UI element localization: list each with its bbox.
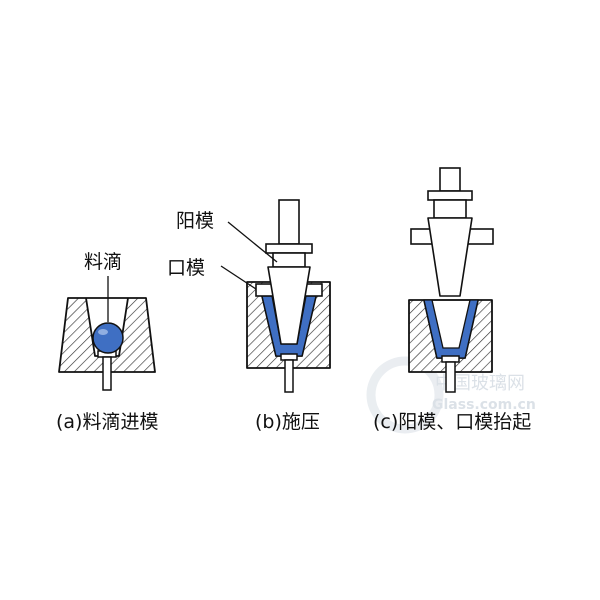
watermark-line1: 中国玻璃网 <box>435 373 525 394</box>
plunger-collar-b <box>272 252 306 268</box>
ejector-pad-c <box>441 355 460 363</box>
plunger-body-c <box>427 217 473 297</box>
pressed-glass-c <box>423 299 479 359</box>
captions: (a)料滴进模 (b)施压 (c)阳模、口模抬起 <box>56 411 531 433</box>
watermark: 中国玻璃网 Glass.com.cn <box>366 356 536 434</box>
plunger-label: 阳模 <box>176 210 214 232</box>
glass-gob <box>92 322 124 354</box>
caption-c: (c)阳模、口模抬起 <box>373 411 531 433</box>
watermark-line2: Glass.com.cn <box>432 397 536 413</box>
ring-label: 口模 <box>167 257 205 279</box>
plunger-flange-c <box>427 190 473 201</box>
mold-body-a <box>58 297 156 373</box>
caption-b: (b)施压 <box>255 411 320 433</box>
plunger-leader-line <box>227 221 278 263</box>
panel-a: 料滴 <box>58 251 156 391</box>
ring-leader-line <box>220 265 257 290</box>
plunger-body-b <box>267 266 311 345</box>
ejector-rod-b <box>284 359 294 393</box>
ejector-rod-c <box>445 361 456 393</box>
gob-highlight <box>98 329 108 335</box>
watermark-logo-icon <box>366 356 444 434</box>
plunger-rod-c <box>439 167 461 192</box>
panel-c <box>408 167 494 393</box>
plunger-collar-c <box>433 199 467 219</box>
ejector-rod-a <box>102 356 112 391</box>
panel-b: 阳模 口模 <box>167 199 331 393</box>
plunger-flange-b <box>265 243 313 254</box>
gob-label: 料滴 <box>84 251 122 273</box>
plunger-rod-b <box>278 199 300 245</box>
caption-a: (a)料滴进模 <box>56 411 158 433</box>
ejector-pad-b <box>280 353 298 361</box>
